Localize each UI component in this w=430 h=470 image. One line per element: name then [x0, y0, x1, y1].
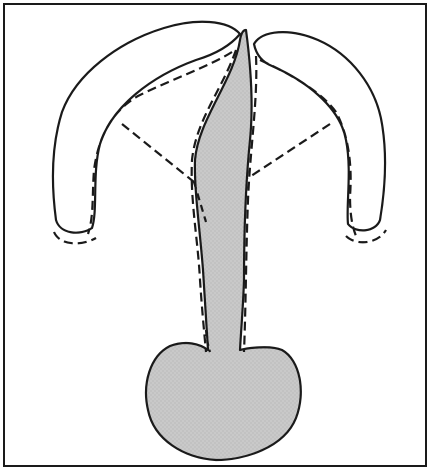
diagram-figure — [0, 0, 430, 470]
anatomical-diagram — [0, 0, 430, 470]
